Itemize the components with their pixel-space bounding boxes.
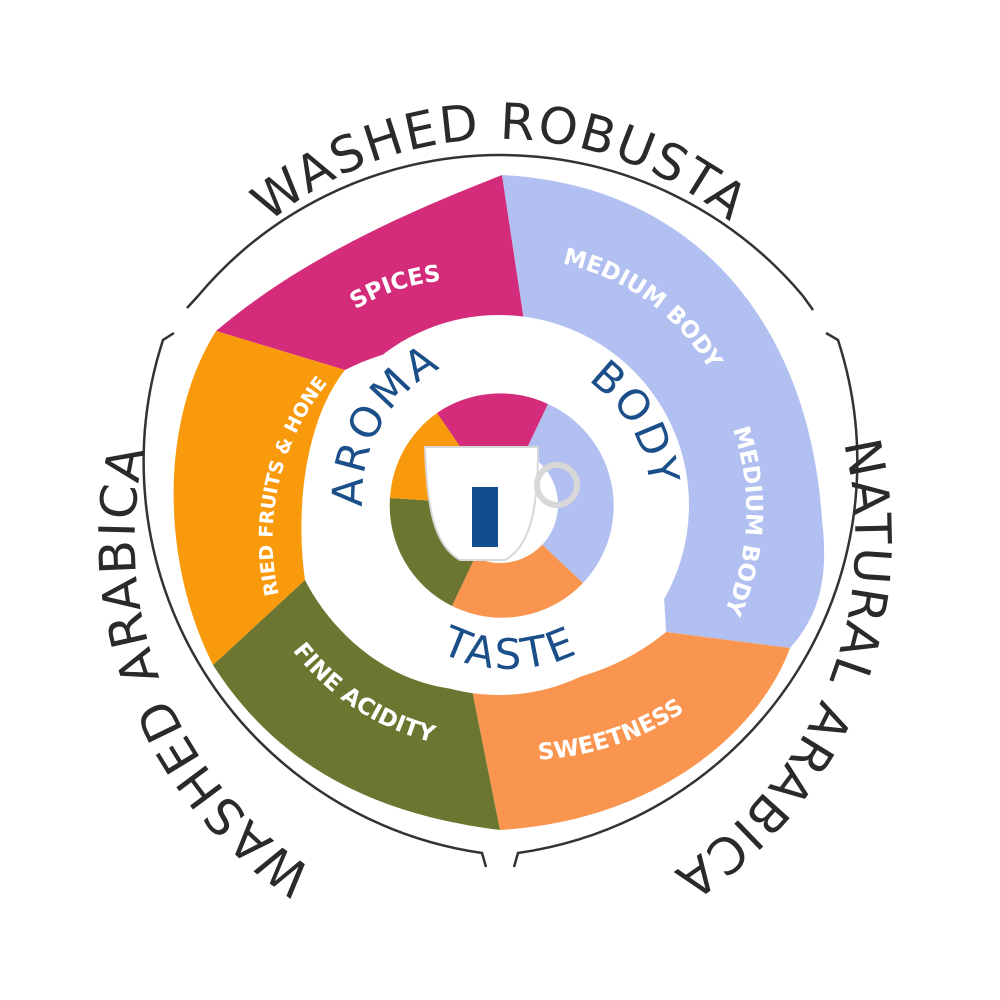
segment-sweetness bbox=[472, 632, 790, 830]
bracket-washed-robusta bbox=[186, 153, 815, 311]
segment-dried-fruits-honey bbox=[173, 331, 345, 665]
outer-ring bbox=[142, 153, 859, 868]
cup-logo-mark bbox=[472, 487, 498, 547]
segment-fine-acidity bbox=[213, 580, 500, 830]
bracket-natural-arabica bbox=[512, 331, 859, 868]
bracket-washed-arabica bbox=[142, 331, 488, 868]
inner-segment-sweetness bbox=[452, 505, 583, 618]
espresso-cup-icon bbox=[423, 446, 580, 561]
